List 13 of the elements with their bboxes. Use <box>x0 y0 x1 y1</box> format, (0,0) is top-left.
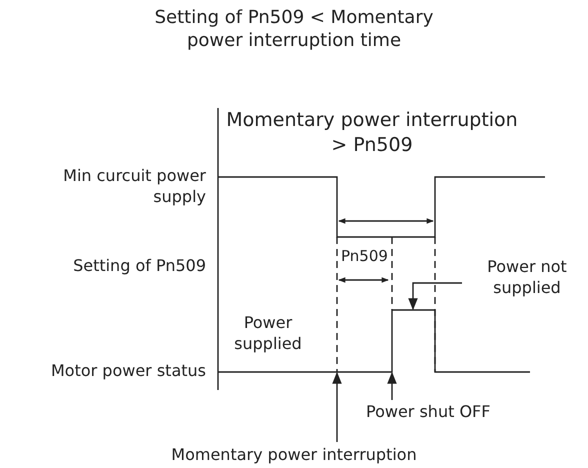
signal-name: Motor power status <box>50 361 206 382</box>
annotation-text: Power not supplied <box>466 257 588 299</box>
annotation-text: Power shut OFF <box>366 402 490 423</box>
signal-name: Setting of Pn509 <box>72 256 206 277</box>
leader-line <box>408 282 462 310</box>
signal-name: Min curcuit power supply <box>62 166 206 208</box>
leader-line <box>387 372 397 400</box>
dimension-label: Pn509 <box>341 247 388 266</box>
leader-line <box>332 372 342 442</box>
annotation-text: Momentary power interruption <box>134 445 454 466</box>
diagram-title: Setting of Pn509 < Momentary power interruption time <box>154 6 434 53</box>
signal-annotation: Momentary power interruption > Pn509 <box>225 108 519 158</box>
state-label: Power supplied <box>233 313 303 355</box>
